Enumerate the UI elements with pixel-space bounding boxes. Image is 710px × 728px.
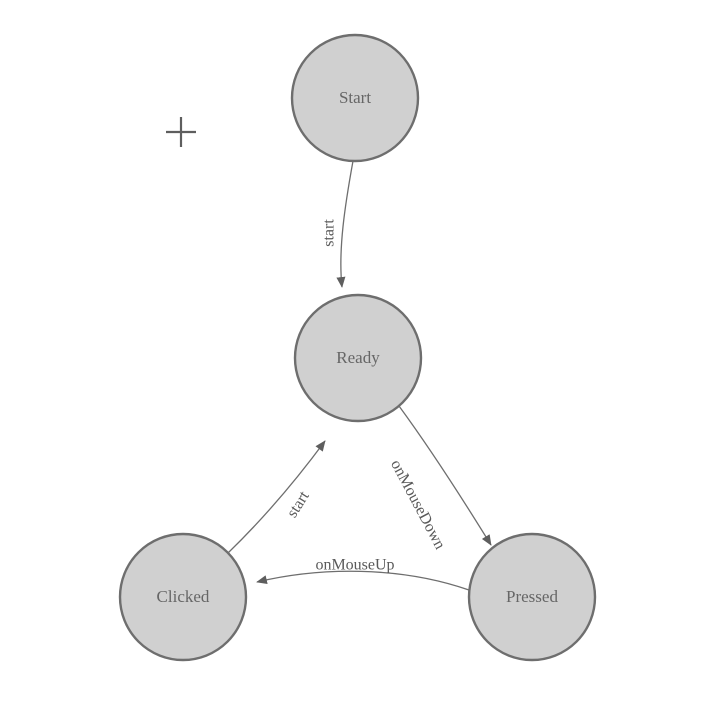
node-circle-clicked[interactable] bbox=[118, 532, 248, 662]
edge-path-start-to-ready bbox=[336, 160, 354, 288]
node-pressed[interactable]: Pressed bbox=[467, 532, 597, 662]
edge-path-pressed-to-clicked bbox=[256, 570, 470, 591]
crosshair-icon[interactable] bbox=[166, 117, 196, 147]
node-circle-pressed[interactable] bbox=[467, 532, 597, 662]
edge-label-start-to-ready: start bbox=[321, 219, 338, 247]
edge-clicked-to-ready[interactable]: start bbox=[227, 440, 326, 554]
node-start[interactable]: Start bbox=[290, 33, 420, 163]
node-label-pressed: Pressed bbox=[506, 587, 558, 606]
node-label-start: Start bbox=[339, 88, 371, 107]
node-ready[interactable]: Ready bbox=[293, 293, 423, 423]
node-label-ready: Ready bbox=[336, 348, 380, 367]
edge-pressed-to-clicked[interactable]: onMouseUp bbox=[256, 557, 470, 591]
edge-start-to-ready[interactable]: start bbox=[321, 160, 354, 288]
nodes-layer: Start Ready Clicked Pressed bbox=[118, 33, 597, 662]
node-clicked[interactable]: Clicked bbox=[118, 532, 248, 662]
edge-label-ready-to-pressed: onMouseDown bbox=[387, 457, 448, 552]
node-circle-ready[interactable] bbox=[293, 293, 423, 423]
edge-label-pressed-to-clicked: onMouseUp bbox=[315, 557, 394, 574]
edge-path-ready-to-pressed bbox=[398, 405, 492, 546]
edge-ready-to-pressed[interactable]: onMouseDown bbox=[387, 405, 492, 552]
edge-label-clicked-to-ready: start bbox=[284, 488, 313, 521]
edge-path-clicked-to-ready bbox=[227, 440, 326, 554]
node-label-clicked: Clicked bbox=[157, 587, 210, 606]
node-circle-start[interactable] bbox=[290, 33, 420, 163]
